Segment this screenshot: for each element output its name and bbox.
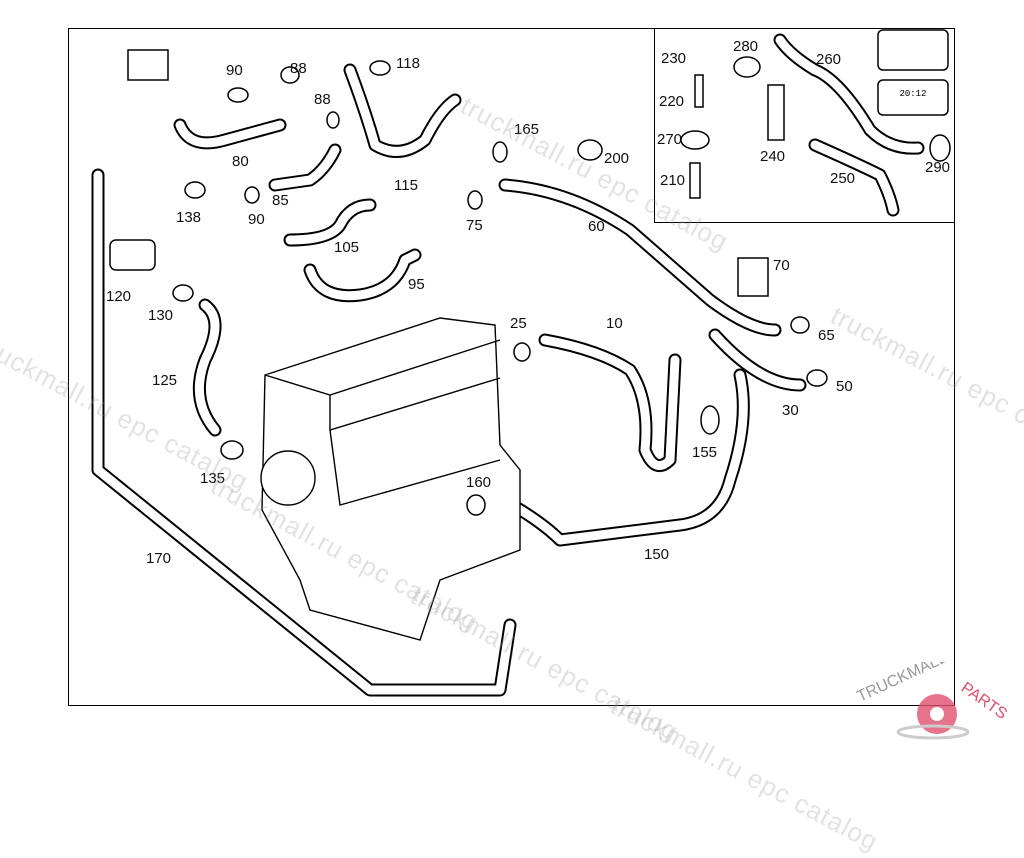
part-label-105[interactable]: 105 bbox=[334, 239, 360, 256]
part-label-88[interactable]: 88 bbox=[314, 91, 331, 108]
part-label-70[interactable]: 70 bbox=[773, 257, 790, 274]
part-label-155[interactable]: 155 bbox=[692, 444, 718, 461]
part-label-200[interactable]: 200 bbox=[604, 150, 630, 167]
part-label-95[interactable]: 95 bbox=[408, 276, 425, 293]
part-label-25[interactable]: 25 bbox=[510, 315, 527, 332]
part-label-160[interactable]: 160 bbox=[466, 474, 492, 491]
truckmall-parts-logo: TRUCKMALL PARTS bbox=[855, 662, 1010, 740]
part-label-120[interactable]: 120 bbox=[106, 288, 132, 305]
part-label-138[interactable]: 138 bbox=[176, 209, 202, 226]
part-label-10[interactable]: 10 bbox=[606, 315, 623, 332]
inset-display-text: 20:12 bbox=[899, 89, 926, 99]
part-label-60[interactable]: 60 bbox=[588, 218, 605, 235]
part-label-85[interactable]: 85 bbox=[272, 192, 289, 209]
part-label-150[interactable]: 150 bbox=[644, 546, 670, 563]
part-label-80[interactable]: 80 bbox=[232, 153, 249, 170]
part-label-90[interactable]: 90 bbox=[226, 62, 243, 79]
part-label-270[interactable]: 270 bbox=[657, 131, 683, 148]
part-label-165[interactable]: 165 bbox=[514, 121, 540, 138]
part-label-220[interactable]: 220 bbox=[659, 93, 685, 110]
part-label-240[interactable]: 240 bbox=[760, 148, 786, 165]
part-label-125[interactable]: 125 bbox=[152, 372, 178, 389]
part-label-50[interactable]: 50 bbox=[836, 378, 853, 395]
part-label-170[interactable]: 170 bbox=[146, 550, 172, 567]
part-label-75[interactable]: 75 bbox=[466, 217, 483, 234]
inset-frame bbox=[654, 28, 955, 223]
part-label-130[interactable]: 130 bbox=[148, 307, 174, 324]
part-label-118[interactable]: 118 bbox=[396, 55, 420, 72]
part-label-30[interactable]: 30 bbox=[782, 402, 799, 419]
part-label-90[interactable]: 90 bbox=[248, 211, 265, 228]
diagram-frame bbox=[68, 28, 955, 706]
clamps bbox=[109, 29, 951, 516]
part-label-88[interactable]: 88 bbox=[290, 60, 307, 77]
part-label-115[interactable]: 115 bbox=[394, 177, 418, 194]
part-label-65[interactable]: 65 bbox=[818, 327, 835, 344]
part-label-250[interactable]: 250 bbox=[830, 170, 856, 187]
part-label-135[interactable]: 135 bbox=[200, 470, 226, 487]
part-label-210[interactable]: 210 bbox=[660, 172, 686, 189]
part-label-230[interactable]: 230 bbox=[661, 50, 687, 67]
part-label-290[interactable]: 290 bbox=[925, 159, 951, 176]
svg-text:PARTS: PARTS bbox=[958, 679, 1010, 723]
parts-illustration: 20:12 bbox=[91, 29, 951, 697]
part-label-260[interactable]: 260 bbox=[816, 51, 842, 68]
engine-block bbox=[260, 317, 521, 641]
part-label-280[interactable]: 280 bbox=[733, 38, 759, 55]
